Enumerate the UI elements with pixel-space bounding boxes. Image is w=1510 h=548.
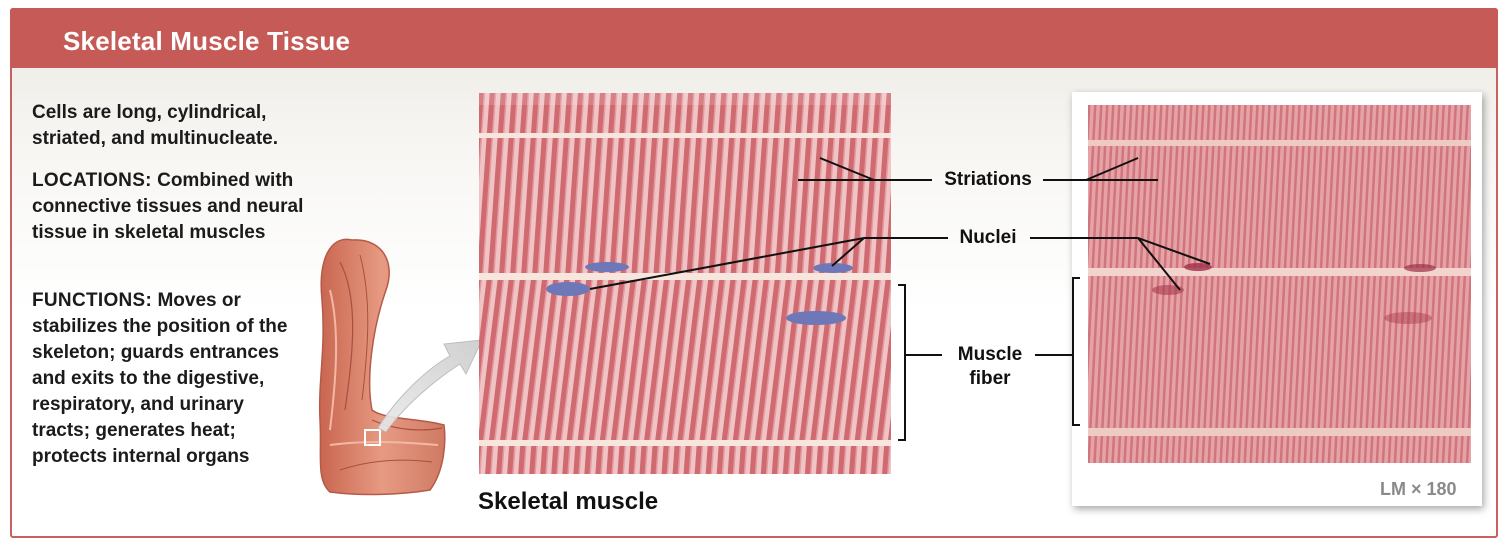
label-nuclei: Nuclei (959, 227, 1017, 248)
arm-illustration (318, 238, 446, 496)
title-bar (10, 8, 1498, 68)
micrograph-panel (1072, 92, 1482, 506)
illustration-caption: Skeletal muscle (478, 488, 659, 515)
locations-heading: LOCATIONS: (32, 170, 152, 191)
micro-nucleus (1152, 285, 1184, 295)
fiber-lower (479, 280, 891, 440)
functions-text: FUNCTIONS: Moves or stabilizes the posit… (32, 288, 307, 470)
locations-body: Combined with connective tissues and neu… (32, 170, 304, 243)
fiber-bottom (479, 446, 891, 474)
fiber-upper (479, 138, 891, 273)
leader-lines (589, 157, 1211, 441)
nucleus (813, 263, 853, 273)
label-muscle-fiber-line1: Muscle (957, 344, 1023, 365)
label-muscle-fiber-line2: fiber (969, 368, 1011, 389)
nucleus (585, 262, 629, 272)
label-muscle-fiber: Muscle fiber (944, 343, 1036, 391)
locations-text: LOCATIONS: Combined with connective tiss… (32, 168, 332, 246)
nucleus (786, 311, 846, 325)
zoom-arrow (377, 339, 483, 433)
magnified-region-box (364, 429, 381, 446)
functions-body: Moves or stabilizes the position of the … (32, 290, 288, 467)
nucleus (546, 282, 590, 296)
label-striations: Striations (944, 169, 1032, 190)
fiber-top (479, 93, 891, 133)
figure-title: Skeletal Muscle Tissue (63, 26, 351, 56)
micro-nucleus (1184, 263, 1212, 271)
magnification-label: LM × 180 (1380, 479, 1457, 499)
intro-sentence: Cells are long, cylindrical, striated, a… (32, 102, 278, 149)
functions-heading: FUNCTIONS: (32, 290, 153, 311)
micrograph-image (1088, 105, 1471, 463)
intro-text: Cells are long, cylindrical, striated, a… (32, 100, 332, 152)
micro-nucleus (1384, 312, 1432, 324)
fiber-illustration (479, 93, 891, 474)
micro-nucleus (1404, 264, 1436, 272)
